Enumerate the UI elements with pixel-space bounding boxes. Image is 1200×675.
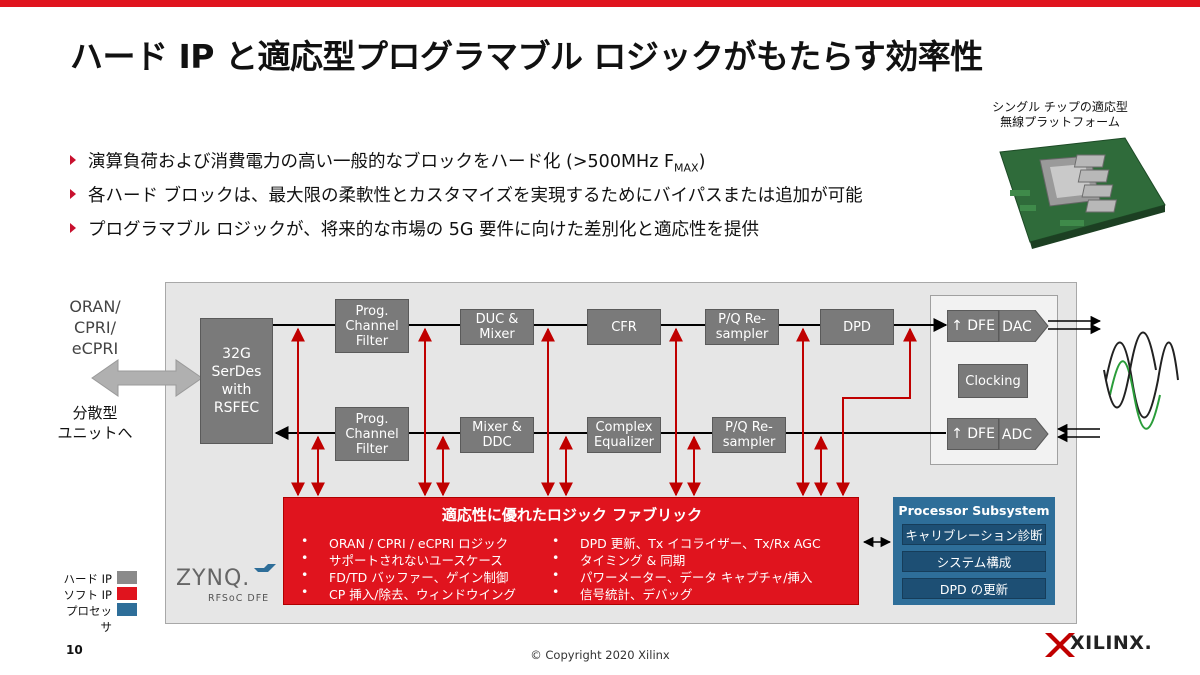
distributed-unit-label: 分散型ユニットへ bbox=[50, 403, 140, 443]
legend-label-processor: プロセッサ bbox=[60, 603, 112, 635]
copyright-text: © Copyright 2020 Xilinx bbox=[0, 648, 1200, 662]
fabric-item: CP 挿入/除去、ウィンドウイング bbox=[329, 584, 516, 603]
adc-block: ADC bbox=[999, 418, 1049, 450]
zynq-mark-icon bbox=[254, 564, 276, 578]
pq-resampler-rx: P/Q Re-sampler bbox=[712, 417, 786, 453]
dac-block: DAC bbox=[999, 310, 1049, 342]
processor-title: Processor Subsystem bbox=[893, 503, 1055, 518]
oran-cpri-label: ORAN/CPRI/eCPRI bbox=[55, 296, 135, 359]
svg-text:ADC: ADC bbox=[1002, 427, 1032, 443]
xilinx-logo-text: XILINX. bbox=[1070, 632, 1152, 654]
fabric-title: 適応性に優れたロジック ファブリック bbox=[284, 504, 860, 525]
dpd-update-item: DPD の更新 bbox=[902, 578, 1046, 599]
calibration-diagnostics-item: キャリブレーション診断 bbox=[902, 524, 1046, 545]
dpd-block: DPD bbox=[820, 309, 894, 345]
mixer-ddc-block: Mixer &DDC bbox=[460, 417, 534, 453]
processor-subsystem-block: Processor Subsystem キャリブレーション診断 システム構成 D… bbox=[893, 497, 1055, 605]
dfe-tx-block: ↑ DFE bbox=[947, 310, 999, 342]
dfe-rx-block: ↑ DFE bbox=[947, 418, 999, 450]
legend-swatch-hard-ip bbox=[117, 571, 137, 584]
legend-label-soft-ip: ソフト IP bbox=[60, 587, 112, 603]
legend-swatch-processor bbox=[117, 603, 137, 616]
bidirectional-arrow-icon bbox=[92, 360, 202, 396]
logic-fabric-block: 適応性に優れたロジック ファブリック ORAN / CPRI / eCPRI ロ… bbox=[283, 497, 859, 605]
duc-mixer-block: DUC &Mixer bbox=[460, 309, 534, 345]
svg-text:DAC: DAC bbox=[1002, 319, 1032, 335]
up-arrow-icon: ↑ bbox=[951, 427, 967, 442]
system-config-item: システム構成 bbox=[902, 551, 1046, 572]
fabric-item: 信号統計、デバッグ bbox=[580, 584, 693, 603]
clocking-block: Clocking bbox=[958, 364, 1028, 398]
pq-resampler-tx: P/Q Re-sampler bbox=[705, 309, 779, 345]
up-arrow-icon: ↑ bbox=[951, 319, 967, 334]
cfr-block: CFR bbox=[587, 309, 661, 345]
rf-waveform-icon bbox=[1104, 333, 1178, 429]
zynq-logo: ZYNQ. RFSoC DFE bbox=[176, 566, 286, 606]
legend-label-hard-ip: ハード IP bbox=[60, 571, 112, 587]
legend-swatch-soft-ip bbox=[117, 587, 137, 600]
